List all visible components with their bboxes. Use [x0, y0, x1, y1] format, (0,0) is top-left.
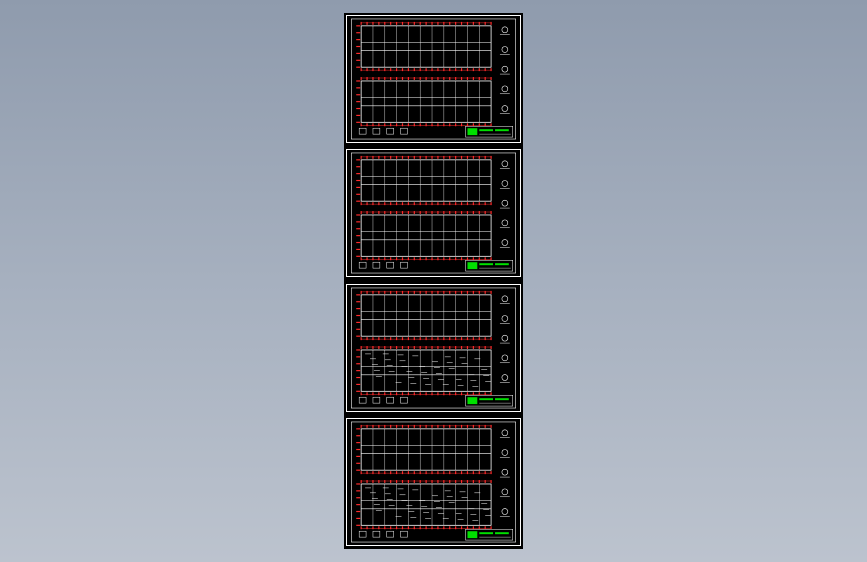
sheet-linework — [351, 287, 516, 409]
section-detail-mark — [501, 295, 509, 303]
section-detail-mark — [501, 65, 509, 73]
title-block-stripe — [495, 532, 509, 535]
section-detail — [358, 396, 367, 404]
title-block-stripe — [479, 129, 494, 132]
drawing-sheet-1[interactable] — [346, 15, 521, 143]
plan-outline — [360, 80, 492, 123]
title-block — [465, 529, 513, 541]
section-detail-mark — [501, 219, 509, 227]
section-detail — [400, 127, 408, 135]
plan-outline — [360, 483, 492, 526]
section-detail — [358, 127, 367, 135]
title-block-logo — [467, 531, 478, 539]
section-detail-mark — [501, 46, 509, 53]
section-detail-mark — [501, 488, 509, 496]
title-block-stripe — [479, 263, 494, 266]
section-detail-mark — [501, 429, 509, 437]
title-block — [465, 126, 513, 138]
section-detail-mark — [501, 334, 509, 342]
title-block-stripe — [495, 129, 509, 132]
section-detail — [400, 261, 408, 269]
inner-border — [351, 421, 516, 543]
inner-border — [351, 287, 516, 409]
section-detail-mark — [501, 180, 509, 187]
title-block-logo — [467, 262, 478, 270]
drawing-sheet-2[interactable] — [346, 149, 521, 277]
section-detail-mark — [501, 315, 509, 322]
section-detail-mark — [501, 85, 509, 93]
section-detail — [400, 530, 408, 538]
sheet-linework — [351, 421, 516, 543]
title-block-logo — [467, 397, 478, 405]
section-detail — [372, 530, 381, 538]
title-block-logo — [467, 128, 478, 136]
section-detail-mark — [501, 105, 509, 112]
section-detail — [386, 261, 394, 269]
section-detail-mark — [501, 449, 509, 456]
section-detail-mark — [501, 239, 509, 246]
plan-outline — [360, 428, 492, 471]
sheet-linework — [351, 18, 516, 140]
title-block-stripe — [495, 398, 509, 401]
drawing-sheet-4[interactable] — [346, 418, 521, 546]
section-detail — [400, 396, 408, 404]
plan-outline — [360, 214, 492, 257]
plan-outline — [360, 159, 492, 202]
section-detail — [372, 261, 381, 269]
drawing-sheet-strip[interactable] — [344, 13, 523, 549]
section-detail-mark — [501, 374, 509, 381]
section-detail-mark — [501, 26, 509, 34]
title-block — [465, 260, 513, 272]
section-detail-mark — [501, 199, 509, 207]
section-detail-mark — [501, 354, 509, 362]
section-detail — [386, 530, 394, 538]
plan-outline — [360, 294, 492, 337]
section-detail-mark — [501, 508, 509, 515]
title-block-stripe — [479, 398, 494, 401]
section-detail-mark — [501, 160, 509, 168]
section-detail — [372, 396, 381, 404]
plan-outline — [360, 25, 492, 68]
plan-outline — [360, 349, 492, 392]
inner-border — [351, 152, 516, 274]
section-detail — [358, 261, 367, 269]
title-block-stripe — [479, 532, 494, 535]
title-block-stripe — [495, 263, 509, 266]
section-detail — [358, 530, 367, 538]
section-detail — [386, 127, 394, 135]
title-block — [465, 395, 513, 407]
section-detail — [386, 396, 394, 404]
section-detail-mark — [501, 468, 509, 476]
inner-border — [351, 18, 516, 140]
section-detail — [372, 127, 381, 135]
sheet-linework — [351, 152, 516, 274]
drawing-sheet-3[interactable] — [346, 284, 521, 412]
